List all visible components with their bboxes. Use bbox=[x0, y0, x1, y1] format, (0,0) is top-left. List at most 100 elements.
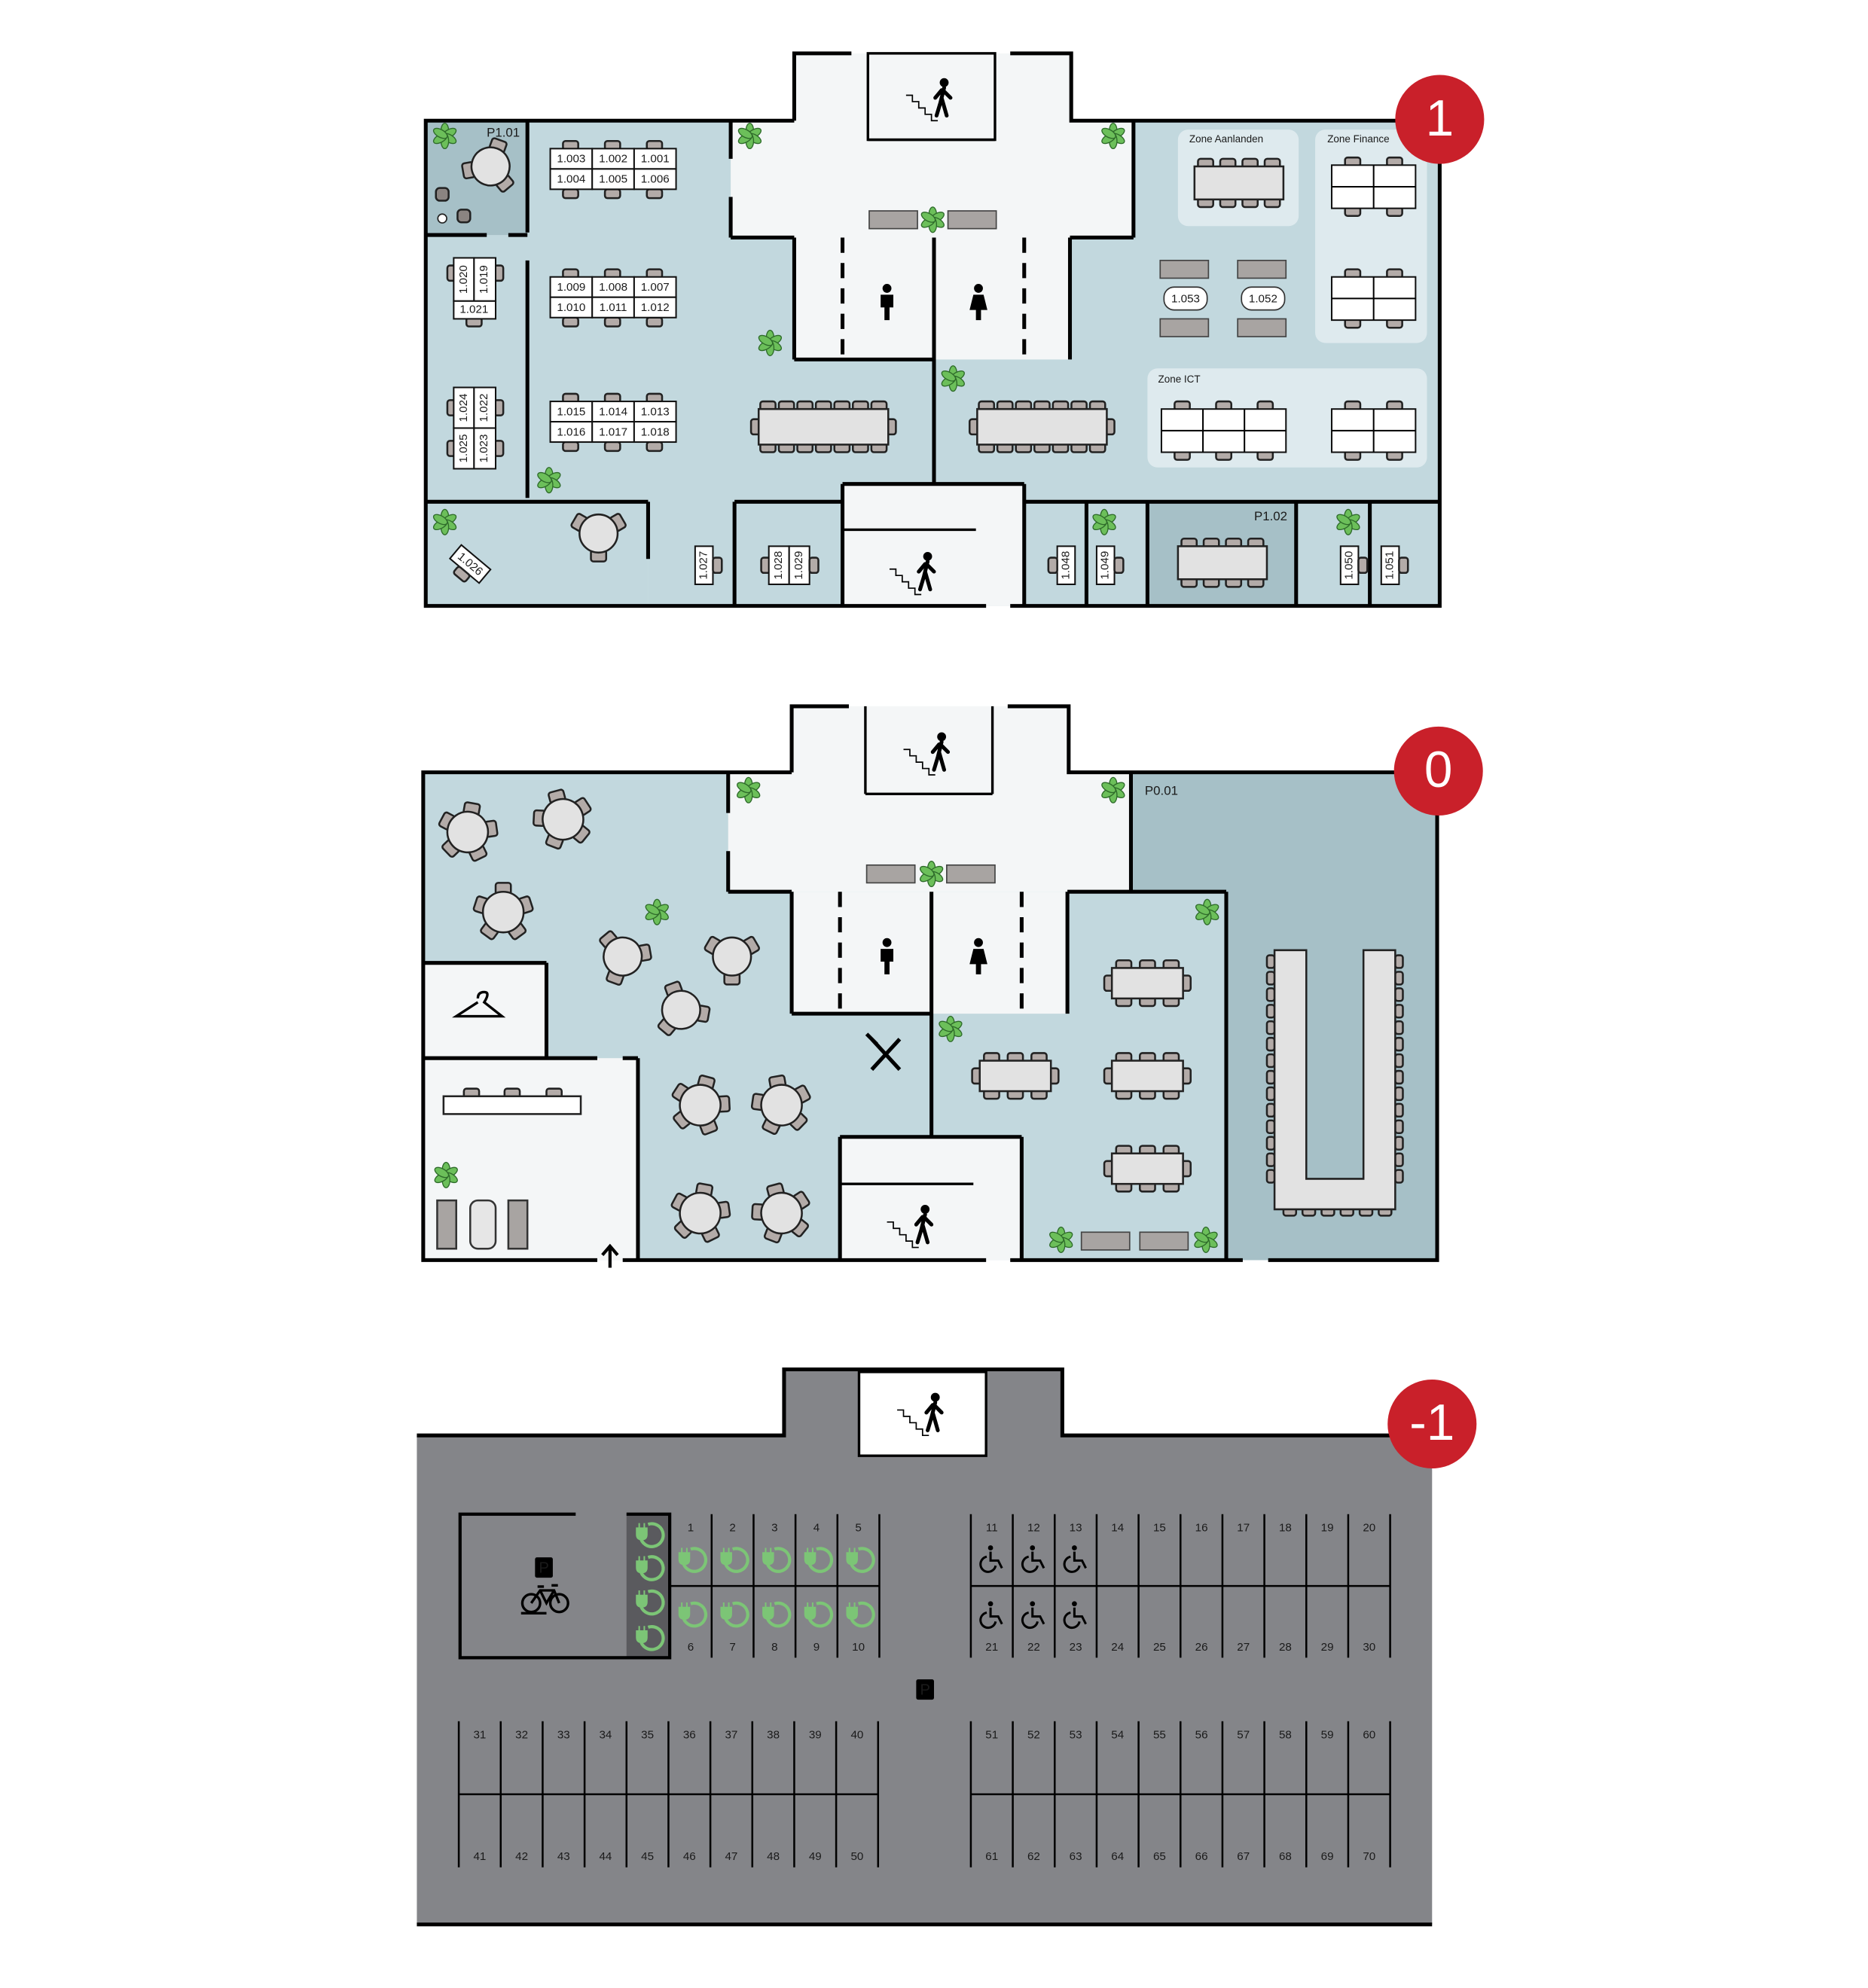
parking-spot[interactable]: 9 bbox=[804, 1601, 834, 1654]
parking-spot[interactable]: 36 bbox=[683, 1728, 696, 1741]
parking-spot[interactable]: 24 bbox=[1111, 1641, 1124, 1654]
parking-spot[interactable]: 49 bbox=[809, 1850, 822, 1863]
parking-sign: P bbox=[539, 1560, 549, 1577]
cable bbox=[765, 1547, 792, 1573]
parking-spot[interactable]: 1 bbox=[678, 1521, 708, 1573]
parking-spot[interactable]: 53 bbox=[1070, 1728, 1082, 1741]
body bbox=[881, 294, 894, 321]
parking-spot[interactable]: 25 bbox=[1153, 1641, 1166, 1654]
parking-spot[interactable]: 28 bbox=[1279, 1641, 1292, 1654]
parking-spot[interactable]: 43 bbox=[557, 1850, 570, 1863]
spot-number: 59 bbox=[1321, 1728, 1334, 1741]
parking-spot[interactable]: 23 bbox=[1063, 1601, 1087, 1654]
parking-spot[interactable]: 67 bbox=[1237, 1850, 1250, 1863]
parking-spot[interactable]: 18 bbox=[1279, 1521, 1292, 1534]
parking-spot[interactable]: 6 bbox=[678, 1601, 708, 1654]
parking-spot[interactable]: 69 bbox=[1321, 1850, 1334, 1863]
spot-number: 3 bbox=[771, 1521, 777, 1534]
parking-spot[interactable]: 21 bbox=[979, 1601, 1003, 1654]
steps bbox=[889, 568, 922, 596]
ev-charging-icon bbox=[636, 1555, 665, 1581]
parking-spot[interactable]: 30 bbox=[1363, 1641, 1375, 1654]
cable bbox=[807, 1601, 834, 1628]
parking-spot[interactable]: 44 bbox=[599, 1850, 612, 1863]
parking-spot[interactable]: 38 bbox=[767, 1728, 780, 1741]
bench bbox=[946, 864, 996, 884]
parking-spot[interactable]: 33 bbox=[557, 1728, 570, 1741]
parking-spot[interactable]: 31 bbox=[473, 1728, 486, 1741]
parking-spot[interactable]: 63 bbox=[1070, 1850, 1082, 1863]
parking-spot[interactable]: 5 bbox=[846, 1521, 875, 1573]
parking-spot[interactable]: 37 bbox=[725, 1728, 737, 1741]
parking-spot[interactable]: 55 bbox=[1153, 1728, 1166, 1741]
parking-spot[interactable]: 54 bbox=[1111, 1728, 1124, 1741]
person-head bbox=[930, 1392, 940, 1402]
spot-number: 7 bbox=[729, 1641, 735, 1654]
parking-spot[interactable]: 15 bbox=[1153, 1521, 1166, 1534]
floor-minus-1[interactable]: -1PP162738495101121122213231424152516261… bbox=[417, 1367, 1477, 1927]
parking-spot[interactable]: 12 bbox=[1021, 1521, 1045, 1573]
spot-number: 18 bbox=[1279, 1521, 1292, 1534]
parking-spot[interactable]: 40 bbox=[850, 1728, 863, 1741]
desk-number: 1.017 bbox=[599, 425, 627, 438]
parking-spot[interactable]: 52 bbox=[1027, 1728, 1040, 1741]
leaf bbox=[941, 370, 957, 382]
ev-charging-icon bbox=[720, 1547, 749, 1573]
parking-spot[interactable]: 68 bbox=[1279, 1850, 1292, 1863]
parking-spot[interactable]: 46 bbox=[683, 1850, 696, 1863]
table bbox=[481, 890, 525, 934]
parking-spot[interactable]: 66 bbox=[1195, 1850, 1208, 1863]
parking-spot[interactable]: 61 bbox=[985, 1850, 998, 1863]
parking-spot[interactable]: 41 bbox=[473, 1850, 486, 1863]
parking-spot[interactable]: 16 bbox=[1195, 1521, 1208, 1534]
parking-spot[interactable]: 59 bbox=[1321, 1728, 1334, 1741]
desk bbox=[633, 401, 677, 423]
parking-spot[interactable]: 39 bbox=[809, 1728, 822, 1741]
sofa bbox=[507, 1199, 529, 1250]
parking-spot[interactable]: 51 bbox=[985, 1728, 998, 1741]
parking-spot[interactable]: 26 bbox=[1195, 1641, 1208, 1654]
parking-spot[interactable]: 70 bbox=[1363, 1850, 1375, 1863]
parking-spot[interactable]: 50 bbox=[850, 1850, 863, 1863]
parking-spot[interactable]: 10 bbox=[846, 1601, 875, 1654]
parking-area bbox=[417, 1369, 1433, 1925]
parking-spot[interactable]: 3 bbox=[762, 1521, 792, 1573]
parking-spot[interactable]: 65 bbox=[1153, 1850, 1166, 1863]
parking-spot[interactable]: 4 bbox=[804, 1521, 834, 1573]
parking-spot[interactable]: 42 bbox=[515, 1850, 528, 1863]
desk-number: 1.050 bbox=[1343, 551, 1356, 580]
parking-sign-box bbox=[916, 1679, 934, 1700]
parking-spot[interactable]: 60 bbox=[1363, 1728, 1375, 1741]
parking-spot[interactable]: 29 bbox=[1321, 1641, 1334, 1654]
parking-spot[interactable]: 58 bbox=[1279, 1728, 1292, 1741]
parking-spot[interactable]: 22 bbox=[1021, 1601, 1045, 1654]
parking-spot[interactable]: 7 bbox=[720, 1601, 749, 1654]
parking-spot[interactable]: 8 bbox=[762, 1601, 792, 1654]
ev-charging-icon bbox=[762, 1547, 792, 1573]
parking-spot[interactable]: 35 bbox=[641, 1728, 654, 1741]
wheelchair-icon bbox=[1063, 1545, 1087, 1573]
parking-spot[interactable]: 19 bbox=[1321, 1521, 1334, 1534]
parking-spot[interactable]: 56 bbox=[1195, 1728, 1208, 1741]
parking-spot[interactable]: 57 bbox=[1237, 1728, 1250, 1741]
parking-spot[interactable]: 17 bbox=[1237, 1521, 1250, 1534]
parking-spot[interactable]: 64 bbox=[1111, 1850, 1124, 1863]
parking-spot[interactable]: 48 bbox=[767, 1850, 780, 1863]
spot-number: 61 bbox=[985, 1850, 998, 1863]
parking-spot[interactable]: 32 bbox=[515, 1728, 528, 1741]
parking-spot[interactable]: 34 bbox=[599, 1728, 612, 1741]
parking-spot[interactable]: 14 bbox=[1111, 1521, 1124, 1534]
cable bbox=[639, 1522, 665, 1548]
parking-spot[interactable]: 62 bbox=[1027, 1850, 1040, 1863]
leaf bbox=[1195, 904, 1210, 916]
head bbox=[1030, 1545, 1036, 1550]
parking-spot[interactable]: 13 bbox=[1063, 1521, 1087, 1573]
parking-spot[interactable]: 47 bbox=[725, 1850, 737, 1863]
parking-spot[interactable]: 11 bbox=[979, 1521, 1003, 1573]
parking-spot[interactable]: 45 bbox=[641, 1850, 654, 1863]
parking-spot[interactable]: 2 bbox=[720, 1521, 749, 1573]
parking-spot[interactable]: 27 bbox=[1237, 1641, 1250, 1654]
parking-spot[interactable]: 20 bbox=[1363, 1521, 1375, 1534]
